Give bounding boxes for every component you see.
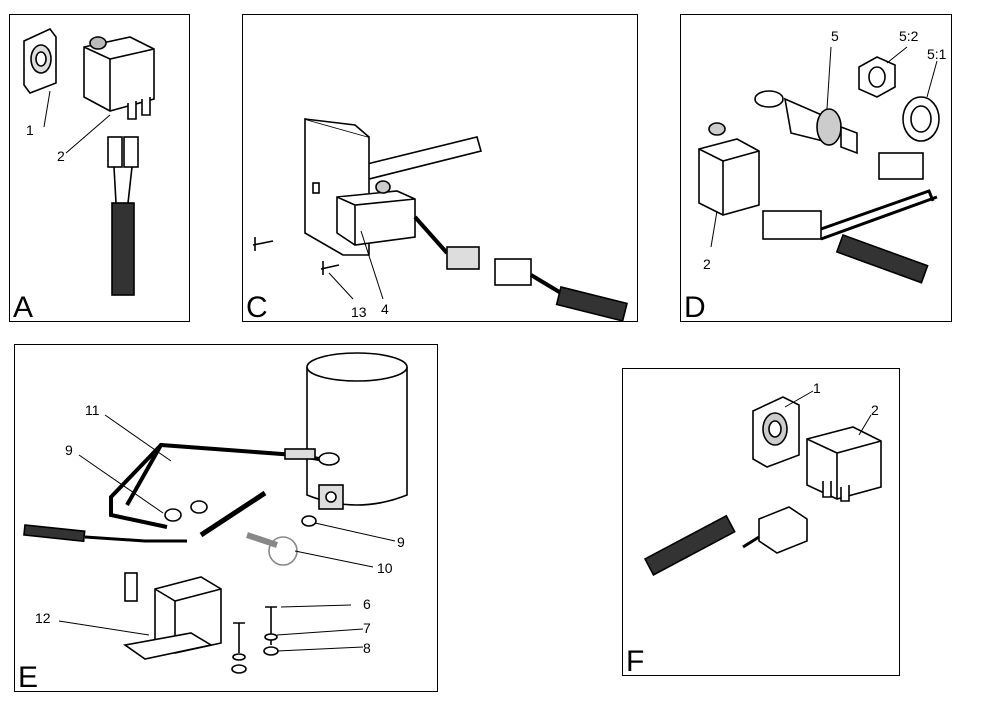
panel-f-drawing [643, 390, 882, 576]
panel-a-drawing [23, 28, 155, 296]
panel-c: 13 4 C [242, 14, 638, 324]
panel-label-f: F [626, 645, 645, 678]
callout-2: 2 [703, 256, 711, 272]
callout-5: 5 [831, 28, 839, 44]
panel-f: 1 2 F [622, 368, 900, 678]
callout-2: 2 [57, 148, 65, 164]
panel-c-drawing [252, 117, 628, 322]
callout-6: 6 [363, 596, 371, 612]
panel-label-c: C [246, 291, 268, 324]
panel-e: 11 9 9 10 12 6 7 8 E [14, 344, 438, 694]
panel-label-a: A [13, 291, 34, 324]
panel-e-drawing [23, 352, 408, 674]
callout-4: 4 [381, 301, 389, 317]
callout-9-left: 9 [65, 442, 73, 458]
callout-8: 8 [363, 640, 371, 656]
callout-5-2: 5:2 [899, 28, 919, 44]
callout-1: 1 [813, 380, 821, 396]
panel-d: 5 5:2 5:1 2 D [680, 14, 952, 324]
callout-10: 10 [377, 560, 393, 576]
callout-9-right: 9 [397, 534, 405, 550]
panel-d-drawing [698, 46, 940, 284]
panel-label-e: E [18, 661, 39, 694]
callout-1: 1 [26, 122, 34, 138]
callout-5-1: 5:1 [927, 46, 947, 62]
callout-12: 12 [35, 610, 51, 626]
callout-11: 11 [85, 402, 100, 418]
callout-7: 7 [363, 620, 371, 636]
panel-a: 1 2 A [9, 14, 190, 324]
panel-label-d: D [684, 291, 706, 324]
callout-13: 13 [351, 304, 367, 320]
callout-2: 2 [871, 402, 879, 418]
